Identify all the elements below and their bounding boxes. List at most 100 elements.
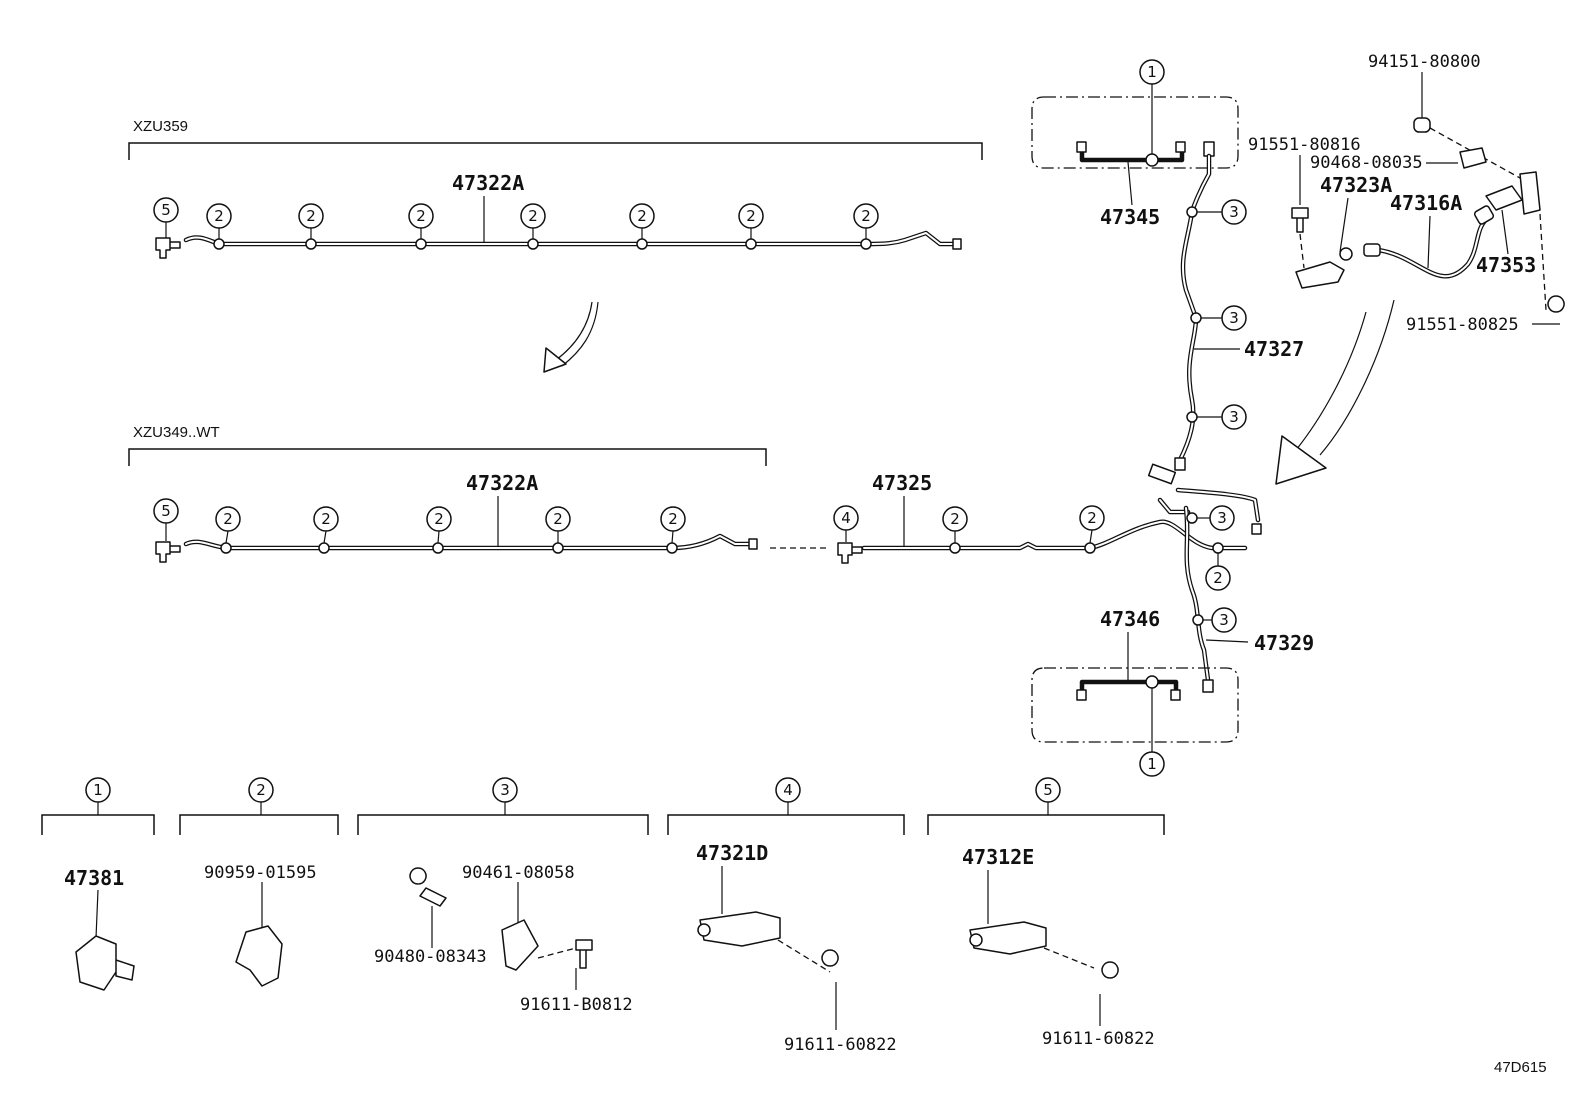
part-number-47322a-top: 47322A bbox=[452, 171, 524, 195]
part-number-90959-01595: 90959-01595 bbox=[204, 863, 317, 883]
union-47312e-icon bbox=[969, 921, 1047, 955]
svg-text:3: 3 bbox=[1229, 203, 1239, 221]
bracket-47346-group: 1 47346 bbox=[1031, 607, 1239, 777]
part-number-91611-B0812: 91611-B0812 bbox=[520, 995, 633, 1015]
transition-arrow-right bbox=[1295, 299, 1395, 456]
bolt-91611-60822-icon-a bbox=[821, 949, 839, 967]
part-number-47323A: 47323A bbox=[1320, 173, 1392, 197]
legend-bracket-3 bbox=[357, 814, 649, 835]
callout-1-top bbox=[1139, 59, 1165, 85]
bolt-91611-b0812-icon bbox=[575, 939, 593, 969]
svg-text:2: 2 bbox=[306, 207, 316, 225]
variant-xzu349-group: XZU349..WT 5 2 2 2 2 2 47322A bbox=[128, 424, 767, 563]
svg-text:2: 2 bbox=[861, 207, 871, 225]
svg-text:4: 4 bbox=[783, 781, 793, 799]
svg-text:1: 1 bbox=[1147, 755, 1157, 773]
part-number-47312E: 47312E bbox=[962, 845, 1034, 869]
legend-bracket-1 bbox=[41, 814, 155, 835]
union-fitting-4 bbox=[837, 542, 863, 564]
variant-xzu359-group: XZU359 5 2 2 2 2 2 2 2 bbox=[128, 118, 983, 259]
part-number-47316A: 47316A bbox=[1390, 191, 1462, 215]
legend-bracket-4 bbox=[667, 814, 905, 835]
legend-bracket-2 bbox=[179, 814, 339, 835]
hose-assembly-group: 94151-80800 91551-80816 90468-08035 4732… bbox=[1248, 52, 1565, 335]
svg-text:5: 5 bbox=[161, 502, 171, 520]
junction-block bbox=[1147, 463, 1177, 485]
bracket-47353 bbox=[1485, 185, 1523, 211]
diagram-reference-code: 47D615 bbox=[1494, 1059, 1547, 1076]
part-number-47381: 47381 bbox=[64, 866, 124, 890]
brake-pipe-47322a-top bbox=[183, 230, 961, 247]
clamp-dots-bottom bbox=[220, 542, 678, 554]
svg-text:3: 3 bbox=[1229, 309, 1239, 327]
svg-text:2: 2 bbox=[746, 207, 756, 225]
pipe-47327-group: 3 3 3 47327 bbox=[1174, 141, 1304, 471]
part-number-47327: 47327 bbox=[1244, 337, 1304, 361]
svg-text:4: 4 bbox=[841, 509, 851, 527]
legend-bracket-5 bbox=[927, 814, 1165, 835]
part-number-47353: 47353 bbox=[1476, 253, 1536, 277]
part-number-94151-80800: 94151-80800 bbox=[1368, 52, 1481, 72]
svg-text:2: 2 bbox=[950, 510, 960, 528]
legend-group: 1 47381 2 90959-01595 3 90461-08058 9048… bbox=[41, 777, 1165, 1055]
flex-hose-47316a bbox=[1375, 219, 1487, 279]
part-number-47321D: 47321D bbox=[696, 841, 768, 865]
svg-text:2: 2 bbox=[1213, 569, 1223, 587]
flare-nut-end bbox=[952, 238, 962, 250]
callout-1-bottom bbox=[1139, 751, 1165, 777]
part-number-47345: 47345 bbox=[1100, 205, 1160, 229]
svg-text:2: 2 bbox=[416, 207, 426, 225]
svg-text:5: 5 bbox=[1043, 781, 1053, 799]
clip-90959-icon bbox=[235, 925, 283, 987]
detail-box-bottom bbox=[1031, 667, 1239, 743]
nut-94151 bbox=[1413, 117, 1431, 133]
detail-box-top bbox=[1031, 96, 1239, 169]
variant-bracket-bottom bbox=[128, 448, 767, 466]
svg-text:2: 2 bbox=[668, 510, 678, 528]
part-number-90468-08035: 90468-08035 bbox=[1310, 153, 1423, 173]
clip-90468 bbox=[1459, 147, 1487, 169]
svg-text:2: 2 bbox=[528, 207, 538, 225]
part-number-90480-08343: 90480-08343 bbox=[374, 947, 487, 967]
svg-text:3: 3 bbox=[1229, 408, 1239, 426]
svg-text:2: 2 bbox=[321, 510, 331, 528]
callout-5-bottom bbox=[153, 498, 179, 524]
part-number-91611-60822-b: 91611-60822 bbox=[1042, 1029, 1155, 1049]
pipe-47329-group: 3 2 3 47329 bbox=[1183, 505, 1314, 693]
bracket-47323a bbox=[1295, 261, 1345, 289]
callouts-2-bottom: 2 2 2 2 2 bbox=[215, 506, 686, 544]
svg-text:1: 1 bbox=[1147, 63, 1157, 81]
callout-4 bbox=[833, 505, 859, 531]
clamp-90461-icon bbox=[501, 919, 539, 971]
part-number-47322a-bottom: 47322A bbox=[466, 471, 538, 495]
svg-text:5: 5 bbox=[161, 201, 171, 219]
bracket-47345 bbox=[1079, 149, 1185, 163]
part-number-91551-80825: 91551-80825 bbox=[1406, 315, 1519, 335]
bracket-47345-group: 1 47345 bbox=[1031, 59, 1239, 229]
transition-arrow-left bbox=[555, 301, 599, 367]
variant-label-top: XZU359 bbox=[133, 118, 188, 135]
svg-text:2: 2 bbox=[1087, 509, 1097, 527]
svg-text:3: 3 bbox=[500, 781, 510, 799]
bolt-91551-80825 bbox=[1547, 295, 1565, 313]
svg-text:3: 3 bbox=[1219, 611, 1229, 629]
svg-text:1: 1 bbox=[93, 781, 103, 799]
svg-text:2: 2 bbox=[637, 207, 647, 225]
sleeve-90480-icon bbox=[409, 867, 447, 907]
svg-text:2: 2 bbox=[553, 510, 563, 528]
part-number-47346: 47346 bbox=[1100, 607, 1160, 631]
union-fitting-bottom bbox=[155, 541, 181, 563]
union-fitting bbox=[155, 237, 181, 259]
variant-bracket-top bbox=[128, 142, 983, 160]
pipe-47325-group: 4 2 2 47325 bbox=[833, 463, 1262, 564]
clamp-47381-icon bbox=[75, 935, 135, 991]
svg-text:2: 2 bbox=[434, 510, 444, 528]
svg-text:3: 3 bbox=[1217, 509, 1227, 527]
bolt-91611-60822-icon-b bbox=[1101, 961, 1119, 979]
svg-text:2: 2 bbox=[214, 207, 224, 225]
part-number-47329: 47329 bbox=[1254, 631, 1314, 655]
part-number-47325: 47325 bbox=[872, 471, 932, 495]
svg-text:2: 2 bbox=[256, 781, 266, 799]
part-number-91611-60822-a: 91611-60822 bbox=[784, 1035, 897, 1055]
